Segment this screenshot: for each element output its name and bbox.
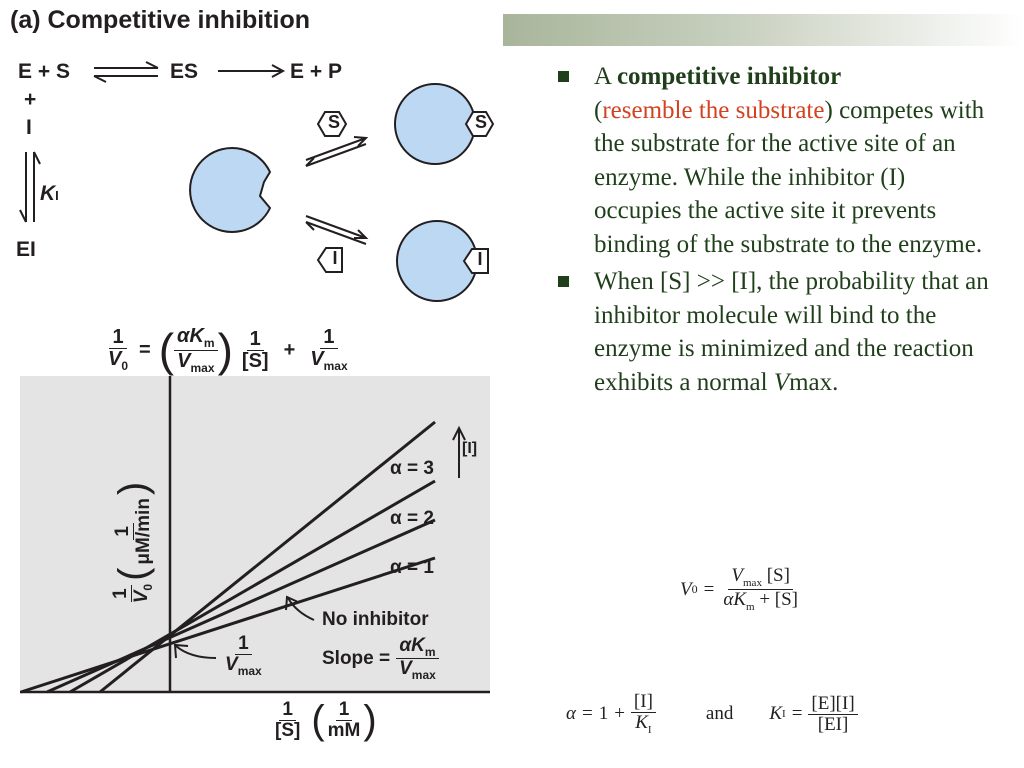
bound-substrate-hexagon (464, 111, 495, 137)
bullet-list: A competitive inhibitor(resemble the sub… (556, 60, 996, 403)
no-inhibitor-pointer (287, 597, 315, 621)
bullet-substrate-excess: When [S] >> [I], the probability that an… (556, 265, 996, 399)
free-enzyme (189, 147, 272, 233)
figure-title: (a) Competitive inhibition (10, 6, 310, 34)
binding-arrow-substrate (305, 136, 369, 167)
free-substrate-label: S (327, 112, 340, 132)
plot-background (20, 376, 490, 692)
line-label-alpha-1: α = 1 (390, 557, 434, 578)
lb-lhs-fraction: 1 V0 (108, 326, 129, 374)
line-label-alpha-3: α = 3 (390, 458, 434, 479)
bullet-square-icon (558, 276, 569, 287)
reaction-ki: KI (40, 182, 59, 205)
reaction-es: ES (170, 60, 199, 83)
reaction-ei: EI (16, 238, 36, 261)
reaction-inhibitor: I (26, 116, 32, 139)
header-accent-bar (503, 14, 1024, 46)
free-inhibitor-shape (316, 247, 343, 273)
intercept-pointer (175, 645, 217, 659)
free-substrate-hexagon (316, 111, 348, 137)
lineweaver-burk-plot (20, 376, 490, 694)
y-axis-label: 1 V0 ( 1 μM/min ) (110, 481, 156, 604)
binding-arrow-inhibitor (305, 215, 369, 245)
inhibitor-arrow-label: [I] (462, 440, 478, 457)
bullet-competitive-inhibitor: A competitive inhibitor(resemble the sub… (556, 60, 996, 261)
inhibitor-arrow (452, 425, 466, 478)
intercept-pointer-head (173, 643, 189, 659)
bound-inhibitor-label: I (477, 249, 483, 269)
lineweaver-burk-equation: 1 V0 = ( αKm Vmax ) 1 [S] + 1 Vmax (105, 326, 351, 374)
no-inhibitor-pointer-head (285, 595, 299, 611)
line-label-alpha-2: α = 2 (390, 508, 434, 529)
bound-inhibitor-shape (462, 248, 489, 274)
equilibrium-arrow-e-s (93, 61, 159, 83)
free-inhibitor-label: I (332, 248, 338, 268)
bullet-square-icon (558, 71, 569, 82)
x-axis-label: 1 [S] ( 1 mM ) (275, 698, 377, 743)
intercept-label: 1 Vmax (225, 633, 262, 678)
reaction-e-plus-s: E + S (18, 60, 70, 83)
lb-inverse-s-fraction: 1 [S] (241, 327, 269, 372)
equilibrium-arrow-ki (19, 151, 41, 223)
forward-arrow-es-ep (218, 64, 286, 78)
bound-substrate-label: S (474, 112, 487, 132)
line-no-inhibitor (20, 556, 436, 694)
reaction-diagram (19, 61, 495, 302)
lb-intercept-fraction: 1 Vmax (310, 326, 348, 374)
lb-slope-fraction: αKm Vmax (174, 326, 218, 374)
slope-label: Slope = αKm Vmax (322, 636, 439, 682)
reaction-e-plus-p: E + P (290, 60, 342, 83)
line-label-no-inhibitor: No inhibitor (322, 609, 429, 630)
reaction-plus: + (24, 88, 37, 111)
